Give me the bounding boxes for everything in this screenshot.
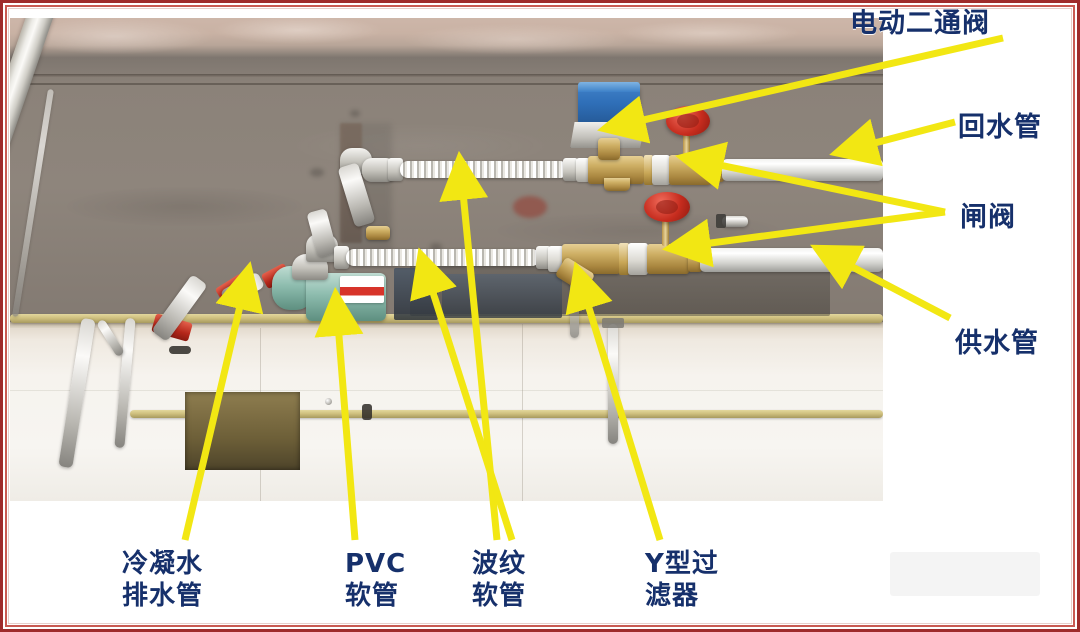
wall-mark-1	[310, 168, 324, 177]
return-hose-cuff-left	[388, 158, 403, 181]
supply-water-pipe-run	[700, 248, 883, 272]
hanger-bracket	[602, 318, 624, 328]
supply-hose-cuff-left	[334, 246, 349, 269]
return-union-right	[652, 155, 670, 185]
label-pvc-hose: PVC 软管	[345, 549, 407, 611]
conduit-bolt	[325, 398, 332, 405]
ceiling-panel-seam-3	[10, 390, 883, 391]
wall-mark-2	[430, 243, 442, 251]
two-way-valve-lower-boss	[604, 178, 630, 191]
electric-actuator-top	[578, 82, 640, 92]
supply-gate-valve-body	[647, 244, 689, 274]
conduit-clamp	[362, 404, 372, 420]
equipment-photograph	[10, 18, 883, 501]
return-union-left	[576, 158, 590, 182]
ceiling-inspection-hatch	[185, 392, 300, 470]
label-return-water-pipe: 回水管	[958, 112, 1042, 143]
drain-cock-handle	[716, 214, 726, 228]
actuator-valve-stem-housing	[598, 138, 620, 160]
supply-gate-valve-handwheel	[644, 192, 690, 222]
supply-union-right	[628, 243, 648, 275]
product-sticker	[340, 276, 384, 303]
slab-seam-lower	[10, 83, 883, 86]
drain-clip	[169, 346, 191, 354]
label-electric-two-way-valve: 电动二通阀	[850, 8, 990, 39]
label-gate-valve: 闸阀	[960, 202, 1016, 233]
wall-mark-3	[350, 110, 360, 117]
ceiling-edge-trim	[10, 322, 883, 329]
label-corrugated-hose: 波纹 软管	[472, 549, 527, 611]
return-nut-1	[644, 155, 653, 185]
supply-nut-1	[619, 243, 629, 275]
electrical-junction-box	[394, 268, 438, 320]
return-hose-cuff-right	[563, 158, 578, 181]
corrugated-hose-lower	[346, 249, 540, 266]
supply-hose-cuff-right	[536, 246, 551, 269]
watermark	[890, 552, 1040, 596]
equipment-housing	[442, 274, 562, 318]
hanger-rod-right	[608, 324, 618, 444]
corrugated-hose-upper	[400, 161, 568, 178]
return-gate-valve-handwheel	[666, 106, 710, 136]
slab-seam-upper	[10, 73, 883, 77]
label-supply-water-pipe: 供水管	[955, 328, 1039, 359]
label-condensate-drain-pipe: 冷凝水 排水管	[122, 549, 204, 611]
return-water-pipe-run	[722, 159, 883, 181]
red-object-behind	[513, 196, 547, 218]
return-gate-valve-body	[669, 155, 711, 185]
label-y-strainer: Y型过 滤器	[645, 549, 719, 611]
air-vent-fitting	[366, 226, 390, 240]
